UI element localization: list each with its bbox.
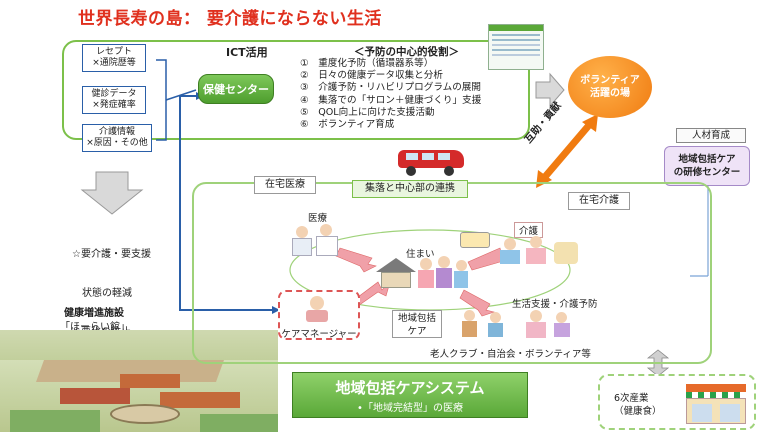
wheelchair-illustration: [460, 232, 490, 248]
seniors-illustration: [460, 306, 580, 342]
prevention-item: ④ 集落での「サロン＋健康づくり」支援: [300, 94, 482, 106]
hoken-center: 保健センター: [198, 74, 274, 104]
facility-sub: 「ほーらい館」: [60, 322, 130, 333]
page-title: 世界長寿の島： 要介護にならない生活: [78, 9, 382, 29]
kaigo-label: 介護: [514, 222, 544, 238]
volunteer-circle: ボランティア活躍の場: [568, 56, 652, 118]
care-illustration: [500, 232, 580, 266]
outcome-item: ☆要介護・要支援: [72, 249, 151, 260]
mutual-arrow-line: [541, 121, 593, 181]
prevention-title: ＜予防の中心的役割＞: [354, 46, 459, 58]
caremgr-arrowhead: [272, 306, 280, 314]
prevention-item: ⑤ QOL向上に向けた支援活動: [300, 106, 435, 118]
system-subtitle: •「地域完結型」の医療: [357, 403, 463, 414]
zaitaku-iryo-label: 在宅医療: [254, 176, 316, 194]
care-info-label: 介護情報: [98, 127, 135, 137]
receipt-sub: ×通院歴等: [92, 58, 136, 68]
down-arrow-icon: [80, 171, 144, 215]
checkup-label: 健診データ: [91, 89, 137, 99]
sumai-label: 住まい: [406, 249, 435, 260]
care-info-doc: 介護情報 ×原因・その他: [82, 124, 152, 152]
roujin-label: 老人クラブ・自治会・ボランティア等: [430, 349, 591, 360]
pink-arrow-seikatsu: [459, 289, 496, 317]
receipt-label: レセプト: [95, 47, 132, 57]
receipt-doc: レセプト ×通院歴等: [82, 44, 146, 72]
seikatsu-label: 生活支援・介護予防: [512, 299, 598, 310]
family-illustration: [418, 254, 470, 290]
checkup-sub: ×発症確率: [92, 100, 136, 110]
data-screen-thumbnail: [488, 24, 544, 70]
care-info-sub: ×原因・その他: [86, 138, 148, 148]
jinzai-label: 人材育成: [676, 128, 746, 143]
facility-photo: [0, 330, 278, 432]
pink-arrow-iryo: [335, 247, 377, 273]
mutual-arrowhead-up: [582, 114, 598, 132]
prevention-item: ⑥ ボランティア育成: [300, 119, 395, 131]
prevention-item: ① 重度化予防（循環器系等）: [300, 58, 434, 69]
system-box: 地域包括ケアシステム •「地域完結型」の医療: [292, 372, 528, 418]
sixth-industry-box: 6次産業 （健康食）: [598, 374, 756, 430]
care-manager-label: ケアマネージャー: [281, 329, 357, 340]
pink-arrow-caremgr: [353, 280, 391, 307]
prevention-item: ③ 介護予防・リハビリプログラムの展開: [300, 82, 481, 94]
facility-name: 健康増進施設: [64, 308, 124, 319]
houkatsu-label: 地域包括 ケア: [392, 310, 442, 338]
doc-bracket: [156, 59, 167, 141]
house-icon: [376, 258, 416, 288]
chiiki-care-center: 地域包括ケア の研修センター: [664, 146, 750, 186]
zaitaku-kaigo-label: 在宅介護: [568, 192, 630, 210]
prevention-list: ① 重度化予防（循環器系等） ② 日々の健康データ収集と分析 ③ 介護予防・リハ…: [300, 58, 481, 131]
ict-frame: [62, 40, 530, 140]
doctor-illustration: [290, 222, 348, 256]
shop-icon: [686, 384, 746, 424]
system-title: 地域包括ケアシステム: [335, 379, 485, 397]
shuraku-label: 集落と中心部の連携: [352, 180, 468, 198]
ict-label: ICT活用: [226, 46, 268, 59]
right-arrow-icon: [535, 72, 565, 108]
care-manager-box: ケアマネージャー: [278, 290, 360, 340]
hoken-to-caremgr-line: [179, 95, 278, 311]
sixth-industry-label: 6次産業 （健康食）: [614, 393, 662, 417]
checkup-doc: 健診データ ×発症確率: [82, 86, 146, 114]
outcome-item: 状態の軽減: [72, 288, 132, 299]
prevention-item: ② 日々の健康データ収集と分析: [300, 70, 443, 82]
iryo-label: 医療: [308, 213, 328, 224]
bus-icon: [398, 146, 464, 176]
